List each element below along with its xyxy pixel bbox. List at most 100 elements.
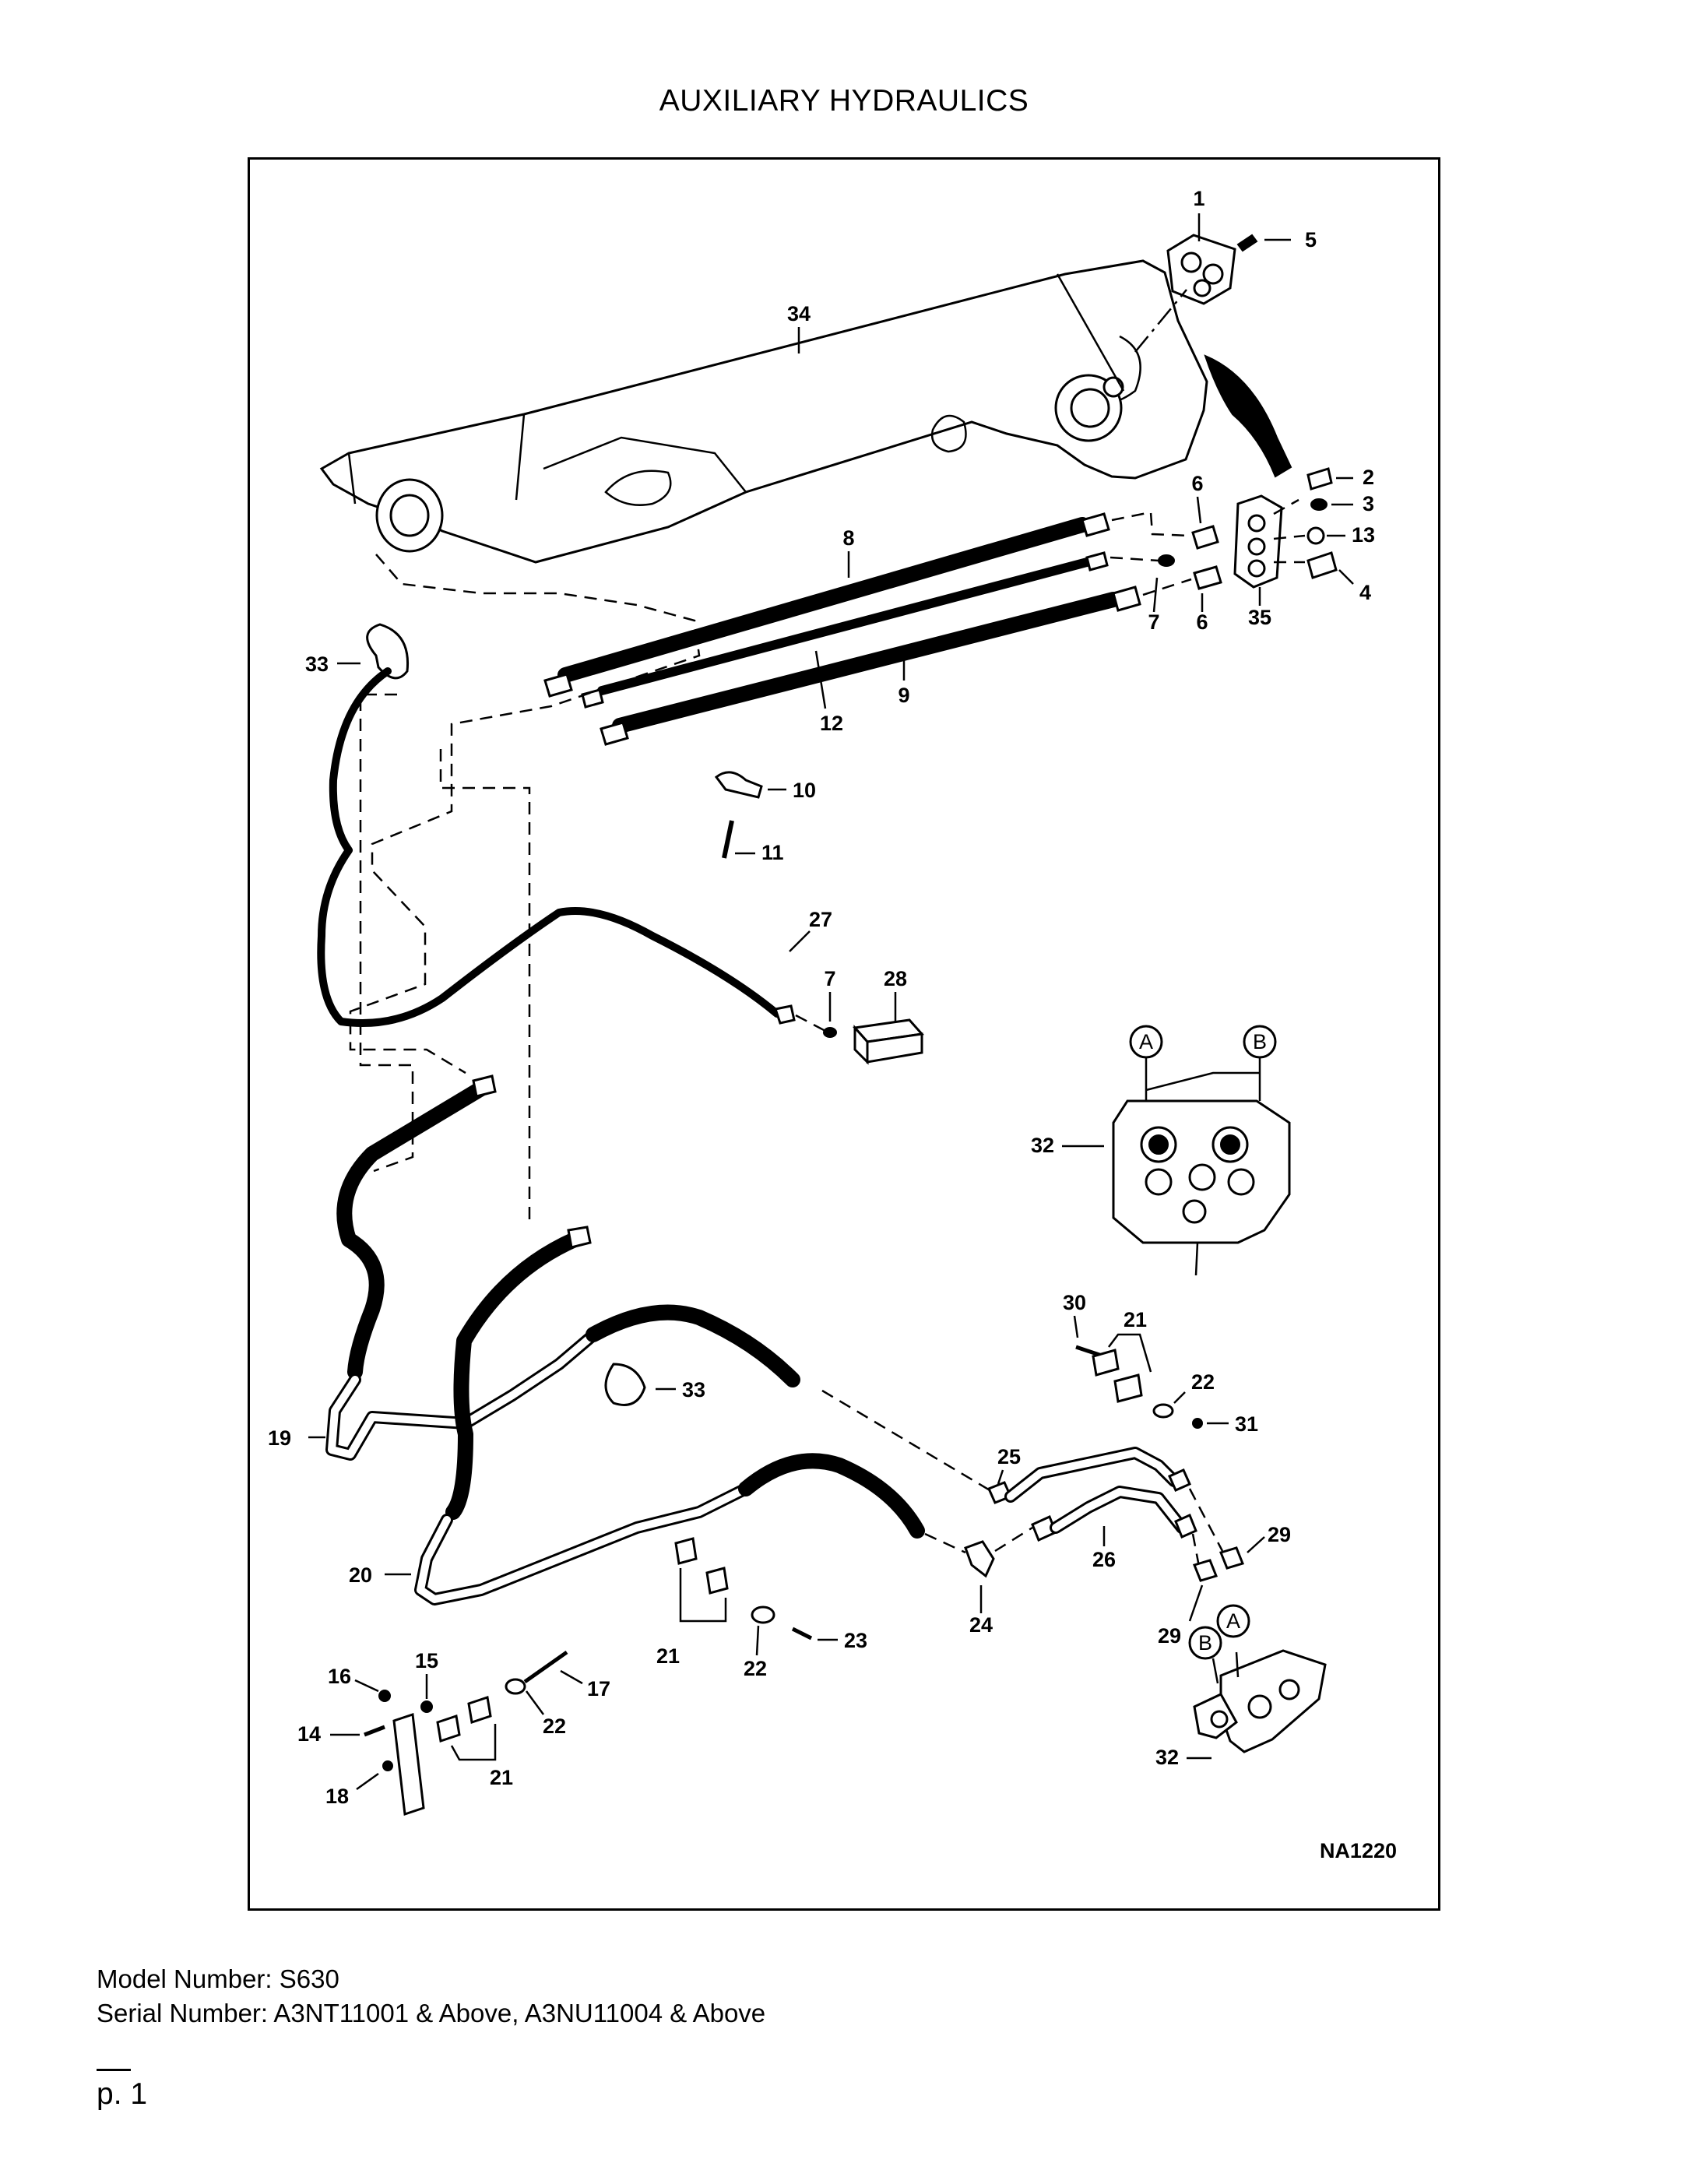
hose-20 — [414, 1226, 925, 1605]
fitting-6-top — [1191, 525, 1219, 550]
clamp-21-upper-a — [1092, 1349, 1120, 1377]
callout-21c-leader — [450, 1724, 497, 1761]
callout-27-leader — [789, 930, 811, 952]
bolt-23 — [791, 1627, 813, 1641]
control-valve-32-bottom — [1193, 1649, 1327, 1753]
o-ring-3 — [1310, 498, 1328, 511]
washer-16 — [378, 1690, 391, 1702]
callout-20: 20 — [349, 1563, 372, 1587]
callout-32a: 32 — [1031, 1134, 1054, 1157]
callout-27: 27 — [809, 908, 832, 931]
clamp-21-upper-b — [1113, 1373, 1143, 1403]
callout-16: 16 — [328, 1665, 351, 1688]
callout-31: 31 — [1235, 1412, 1258, 1436]
o-ring-7 — [1158, 554, 1175, 567]
tube-25 — [1004, 1447, 1180, 1503]
bolt-17 — [523, 1650, 568, 1684]
callout-12-leader — [814, 650, 827, 709]
callout-25: 25 — [997, 1445, 1021, 1468]
callout-1: 1 — [1193, 187, 1204, 210]
callout-17: 17 — [587, 1677, 610, 1700]
fitting-29-b — [1192, 1559, 1219, 1582]
callout-21a-leader — [1108, 1333, 1152, 1373]
callout-8: 8 — [842, 526, 854, 550]
callout-4: 4 — [1359, 581, 1371, 604]
callout-7a-leader — [1152, 577, 1159, 613]
callout-30-leader — [1073, 1315, 1079, 1338]
callout-4-leader — [1338, 569, 1354, 585]
hose-9 — [600, 586, 1141, 746]
callout-30: 30 — [1063, 1291, 1086, 1314]
o-ring-7-lower — [823, 1027, 837, 1038]
port-B-top — [1243, 1025, 1277, 1059]
callout-29a-leader — [1247, 1536, 1265, 1553]
hose-12 — [581, 551, 1109, 709]
washer-22-lower — [505, 1678, 526, 1695]
route-line-27 — [795, 1014, 826, 1032]
page-rule — [97, 2069, 131, 2071]
callout-29b-leader — [1188, 1584, 1204, 1622]
bracket-plate — [392, 1712, 425, 1816]
bolt-11 — [722, 820, 734, 859]
model-number: Model Number: S630 — [97, 1964, 339, 1993]
fitting-24 — [964, 1540, 995, 1578]
route-line-12 — [1110, 556, 1159, 562]
route-line-24-to-26 — [994, 1526, 1033, 1553]
plug-13 — [1306, 526, 1325, 545]
callout-7a: 7 — [1148, 610, 1159, 634]
clamp-21-center-a — [674, 1537, 698, 1565]
hose-27 — [317, 667, 796, 1027]
bulkhead-plate-35 — [1233, 494, 1283, 589]
callout-29b: 29 — [1158, 1624, 1181, 1648]
callout-21b-leader — [679, 1568, 727, 1623]
callout-2: 2 — [1363, 466, 1374, 489]
fitting-4 — [1306, 551, 1338, 579]
tube-26 — [1050, 1486, 1188, 1534]
route-line-b — [439, 749, 531, 1226]
callout-34: 34 — [787, 302, 811, 353]
hose-19 — [325, 1074, 596, 1461]
callout-33a: 33 — [305, 652, 329, 676]
washer-22-center — [751, 1605, 775, 1624]
nut-15 — [420, 1700, 433, 1713]
callout-24: 24 — [969, 1613, 993, 1637]
assembly-line-arm — [1134, 289, 1187, 353]
callout-6b: 6 — [1196, 610, 1208, 634]
callout-6a: 6 — [1191, 472, 1203, 495]
callout-29a: 29 — [1268, 1523, 1291, 1546]
port-B-bottom-label: B — [1198, 1631, 1212, 1655]
callout-6a-leader — [1196, 496, 1202, 524]
callout-9: 9 — [898, 684, 909, 707]
route-line-a — [359, 693, 414, 1173]
clamp-21-lower-b — [467, 1696, 492, 1724]
diagram-frame — [248, 157, 1440, 1911]
callout-28: 28 — [884, 967, 907, 990]
bolt-14 — [364, 1725, 385, 1737]
callout-17-leader — [560, 1669, 583, 1685]
port-B-top-label: B — [1253, 1030, 1267, 1053]
page-number: p. 1 — [97, 2077, 148, 2111]
callout-33b: 33 — [682, 1378, 705, 1401]
route-line-9 — [1142, 578, 1192, 596]
callout-22a-leader — [1173, 1391, 1186, 1404]
tie-strap-33-top — [366, 623, 410, 680]
port-A-top-label: A — [1139, 1030, 1153, 1053]
fitting-2 — [1306, 467, 1333, 491]
callout-15: 15 — [415, 1649, 438, 1672]
callout-5: 5 — [1305, 228, 1317, 251]
callout-22a: 22 — [1191, 1370, 1215, 1394]
callout-16-leader — [354, 1679, 379, 1693]
callout-12: 12 — [820, 712, 843, 735]
bolt-5 — [1236, 234, 1258, 252]
callout-7b: 7 — [824, 967, 835, 990]
coupler-block-1 — [1166, 234, 1236, 305]
callout-35: 35 — [1248, 606, 1271, 629]
parts-diagram: .hose { fill: none; stroke: #000; stroke… — [268, 187, 1397, 1862]
figure-code: NA1220 — [1320, 1839, 1397, 1862]
clamp-10 — [714, 771, 763, 799]
port-A-bottom — [1216, 1604, 1250, 1638]
route-line-tubes-to-29 — [1188, 1488, 1224, 1567]
nut-31 — [1192, 1418, 1203, 1429]
route-line-left — [349, 554, 701, 1074]
serial-number: Serial Number: A3NT11001 & Above, A3NU11… — [97, 1999, 766, 2027]
